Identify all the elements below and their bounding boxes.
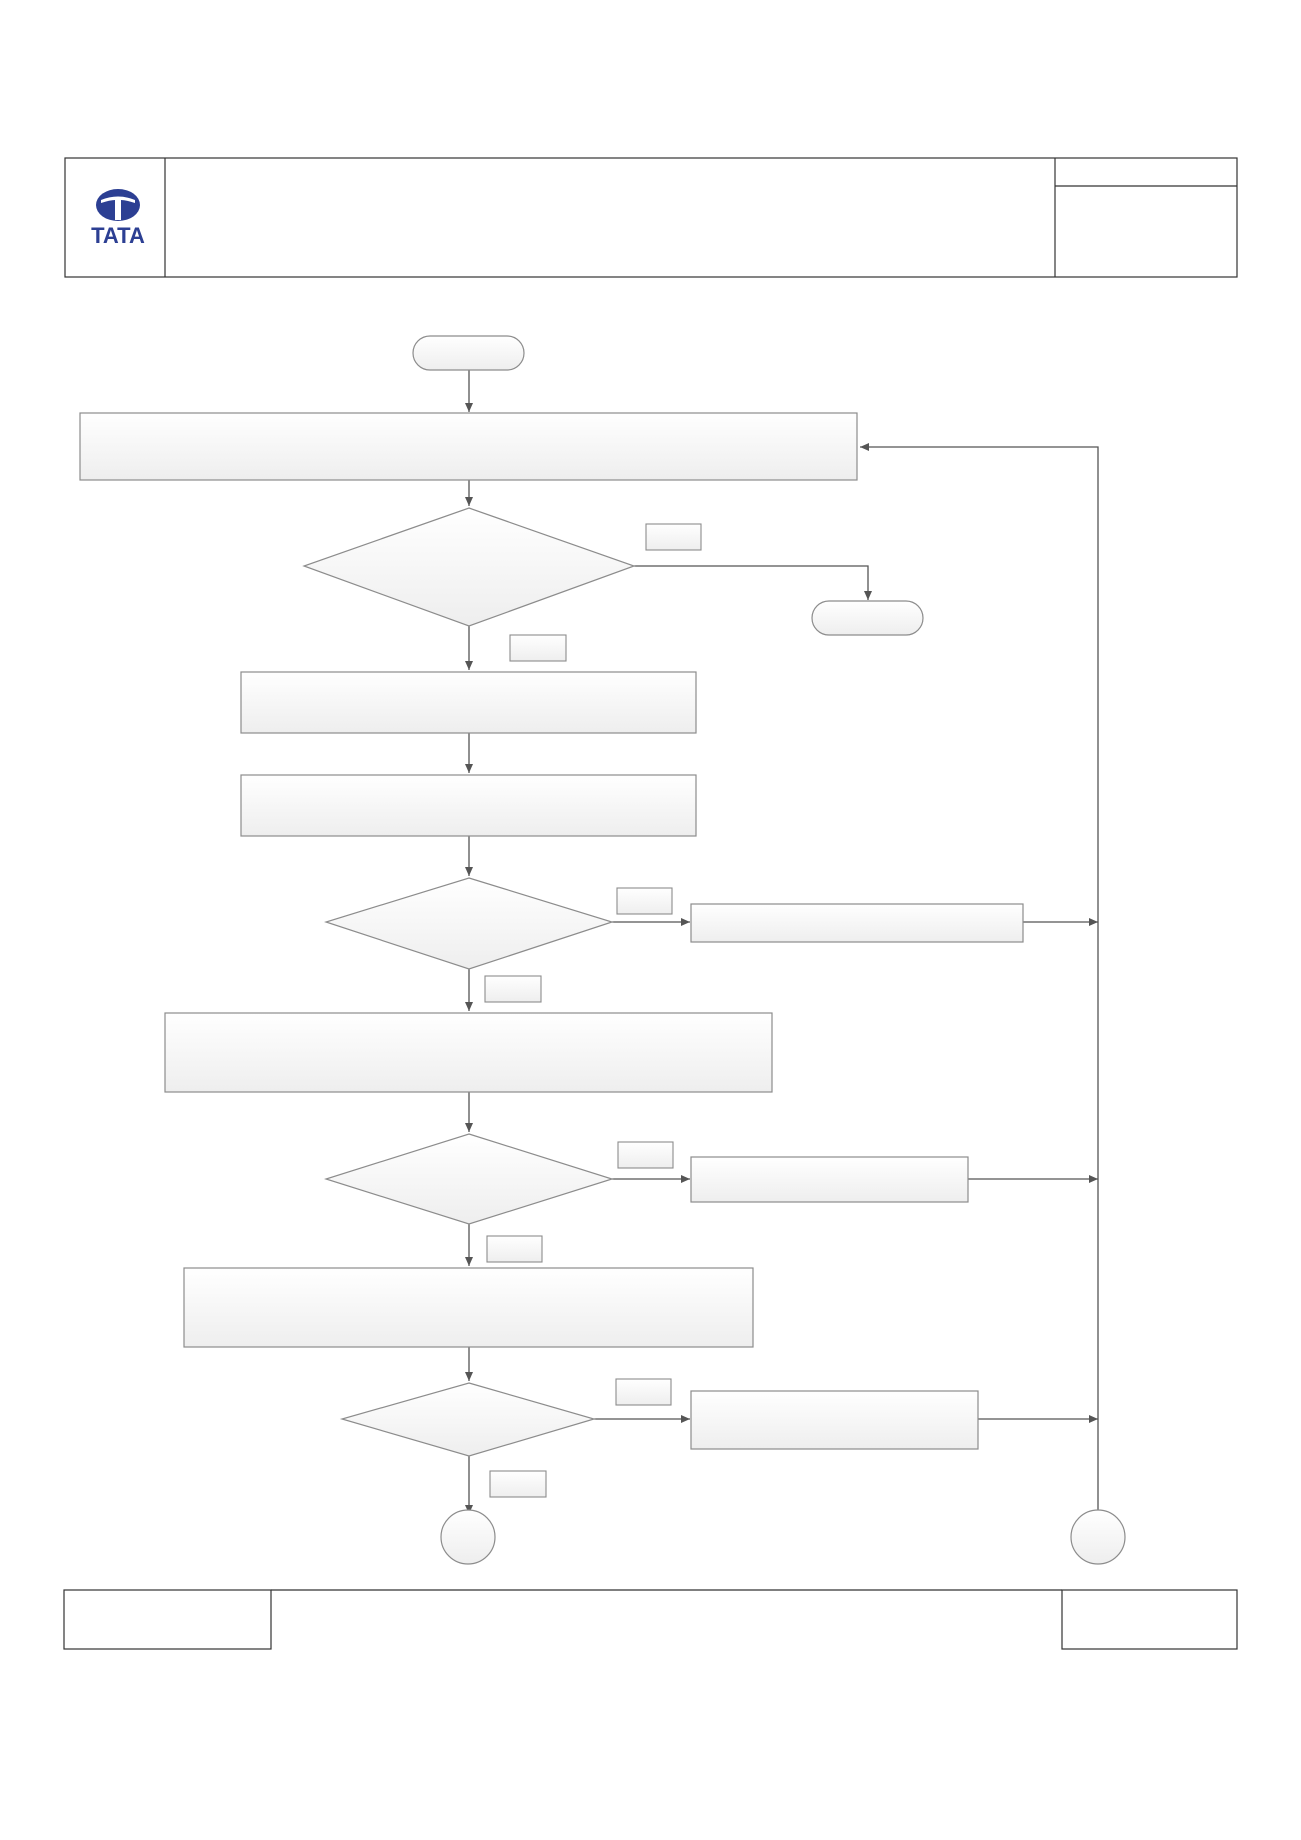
branch-labels [484, 523, 702, 1498]
decision-3-no-label-box [486, 1235, 543, 1263]
step-a-box [240, 671, 697, 734]
step-main-box [79, 412, 858, 481]
step-b-box [240, 774, 697, 837]
decision-2-diamond [324, 877, 614, 970]
header-block: TATA [64, 157, 1238, 278]
end-terminator [811, 600, 924, 636]
flow-nodes [79, 335, 1126, 1565]
decision-3-yes-label-box [617, 1141, 674, 1169]
header-frame [64, 157, 1238, 278]
step-d-box [183, 1267, 754, 1348]
decision-4-no-label-box [489, 1470, 547, 1498]
tata-logo: TATA [91, 189, 145, 248]
decision-1-yes-label-box [645, 523, 702, 551]
start-terminator [412, 335, 525, 371]
decision-2-no-label-box [484, 975, 542, 1003]
side-action-4-box [690, 1390, 979, 1450]
step-c-box [164, 1012, 773, 1093]
footer-block [63, 1589, 1238, 1650]
return-loop-line [860, 443, 1099, 1517]
decision-1-diamond [302, 507, 636, 627]
tata-logo-wordmark: TATA [91, 223, 145, 248]
side-action-3-box [690, 1156, 969, 1203]
arrow-decision-1-to-end [634, 565, 872, 600]
decision-4-diamond [339, 1382, 597, 1457]
continue-connector [440, 1509, 496, 1565]
return-connector [1070, 1509, 1126, 1565]
decision-1-no-label-box [509, 634, 567, 662]
decision-2-yes-label-box [616, 887, 673, 915]
decision-3-diamond [324, 1133, 614, 1225]
footer-right-box [1061, 1589, 1238, 1650]
footer-left-box [63, 1589, 272, 1650]
side-action-2-box [690, 903, 1024, 943]
decision-4-yes-label-box [615, 1378, 672, 1406]
flow-connectors [465, 370, 1099, 1517]
